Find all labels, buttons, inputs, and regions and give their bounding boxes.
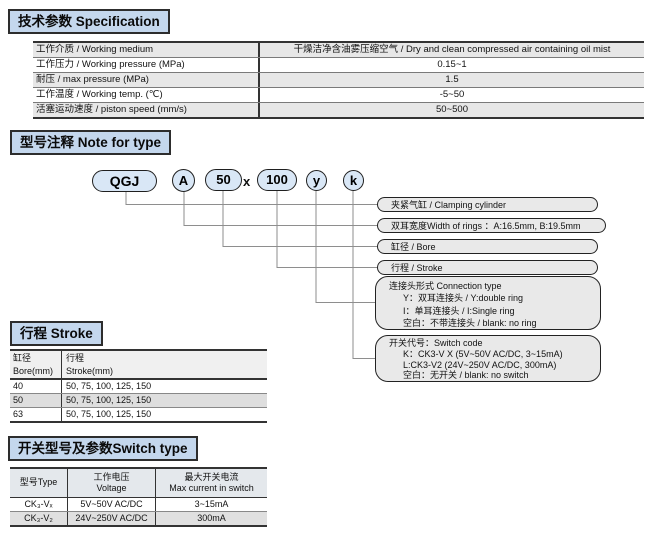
connector-ring-width: [183, 191, 377, 226]
switch-row-ck3-v2: CK₃-V₂ 24V~250V AC/DC 300mA: [10, 512, 267, 525]
switch-code-option-l: L:CK3-V2 (24V~250V AC/DC, 300mA): [403, 359, 557, 370]
bore-cell: 50: [10, 394, 62, 407]
model-part-switch: k: [343, 170, 364, 191]
spec-label: 工作介质 / Working medium: [33, 43, 260, 57]
stroke-cell: 50, 75, 100, 125, 150: [66, 381, 152, 391]
stroke-row-50: 50 50, 75, 100, 125, 150: [10, 394, 267, 408]
switch-section-title: 开关型号及参数Switch type: [8, 436, 198, 461]
stroke-row-40: 40 50, 75, 100, 125, 150: [10, 380, 267, 394]
connector-switch: [352, 191, 375, 359]
stroke-header-bore: 缸径 Bore(mm): [10, 351, 62, 378]
note-label-connection-type: 连接头形式 Connection type Y：双耳连接头 / Y:double…: [375, 276, 601, 330]
type-cell: CK₃-V₂: [10, 512, 68, 525]
note-label-bore: 缸径 / Bore: [377, 239, 598, 254]
model-part-series: QGJ: [92, 170, 157, 192]
switch-table: 型号Type 工作电压 Voltage 最大开关电流 Max current i…: [10, 467, 267, 527]
spec-label: 工作温度 / Working temp. (℃): [33, 88, 260, 102]
current-cell: 3~15mA: [194, 499, 229, 509]
model-separator-x: x: [243, 174, 251, 189]
bore-cell: 40: [10, 380, 62, 393]
note-section-title: 型号注释 Note for type: [10, 130, 172, 155]
spec-value: 1.5: [445, 74, 459, 85]
stroke-cell: 50, 75, 100, 125, 150: [66, 409, 152, 419]
spec-row-piston-speed: 活塞运动速度 / piston speed (mm/s) 50~500: [33, 103, 644, 117]
switch-code-title: 开关代号：Switch code: [389, 338, 483, 348]
spec-table: 工作介质 / Working medium 干燥洁净含油雾压缩空气 / Dry …: [33, 41, 644, 119]
stroke-table: 缸径 Bore(mm) 行程 Stroke(mm) 40 50, 75, 100…: [10, 349, 267, 423]
spec-row-working-pressure: 工作压力 / Working pressure (MPa) 0.15~1: [33, 58, 644, 73]
spec-label: 工作压力 / Working pressure (MPa): [33, 58, 260, 72]
connection-type-option-y: Y：双耳连接头 / Y:double ring: [403, 293, 524, 304]
current-cell: 300mA: [197, 513, 226, 523]
bore-cell: 63: [10, 408, 62, 421]
spec-value: -5~50: [439, 89, 465, 100]
stroke-table-header: 缸径 Bore(mm) 行程 Stroke(mm): [10, 351, 267, 380]
stroke-header-stroke: 行程 Stroke(mm): [66, 353, 113, 376]
spec-value: 干燥洁净含油雾压缩空气 / Dry and clean compressed a…: [293, 44, 611, 55]
spec-value: 50~500: [436, 104, 468, 115]
connector-series: [125, 191, 377, 205]
model-part-bore: 50: [205, 169, 242, 191]
spec-row-working-medium: 工作介质 / Working medium 干燥洁净含油雾压缩空气 / Dry …: [33, 43, 644, 58]
note-label-ring-width: 双耳宽度Width of rings ：A:16.5mm, B:19.5mm: [377, 218, 606, 233]
voltage-cell: 24V~250V AC/DC: [68, 512, 156, 525]
model-part-ring-width: A: [172, 169, 195, 192]
switch-code-option-k: K：CK3-V X (5V~50V AC/DC, 3~15mA): [403, 348, 563, 359]
connector-stroke: [276, 191, 377, 268]
note-label-stroke: 行程 / Stroke: [377, 260, 598, 275]
model-part-connection: y: [306, 170, 327, 191]
spec-row-working-temp: 工作温度 / Working temp. (℃) -5~50: [33, 88, 644, 103]
spec-label: 耐压 / max pressure (MPa): [33, 73, 260, 87]
connector-bore: [222, 191, 377, 247]
switch-table-header: 型号Type 工作电压 Voltage 最大开关电流 Max current i…: [10, 469, 267, 498]
connection-type-title: 连接头形式 Connection type: [389, 281, 502, 291]
model-part-stroke: 100: [257, 169, 297, 191]
switch-header-type: 型号Type: [10, 469, 68, 497]
spec-section-title: 技术参数 Specification: [8, 9, 170, 34]
connector-connection: [315, 191, 375, 303]
voltage-cell: 5V~50V AC/DC: [68, 498, 156, 511]
stroke-section-title: 行程 Stroke: [10, 321, 103, 346]
switch-header-voltage: 工作电压 Voltage: [68, 469, 156, 497]
spec-value: 0.15~1: [437, 59, 467, 70]
note-label-switch-code: 开关代号：Switch code K：CK3-V X (5V~50V AC/DC…: [375, 335, 601, 382]
switch-header-current: 最大开关电流 Max current in switch: [169, 471, 254, 494]
stroke-cell: 50, 75, 100, 125, 150: [66, 395, 152, 405]
type-cell: CK₃-Vₓ: [10, 498, 68, 511]
connection-type-option-blank: 空白：不带连接头 / blank: no ring: [403, 317, 537, 328]
spec-row-max-pressure: 耐压 / max pressure (MPa) 1.5: [33, 73, 644, 88]
connection-type-option-i: I：单耳连接头 / I:Single ring: [403, 305, 515, 316]
spec-label: 活塞运动速度 / piston speed (mm/s): [33, 103, 260, 117]
switch-code-option-blank: 空白：无开关 / blank: no switch: [403, 370, 529, 381]
switch-row-ck3-vx: CK₃-Vₓ 5V~50V AC/DC 3~15mA: [10, 498, 267, 512]
note-label-clamping-cylinder: 夹紧气缸 / Clamping cylinder: [377, 197, 598, 212]
stroke-row-63: 63 50, 75, 100, 125, 150: [10, 408, 267, 421]
